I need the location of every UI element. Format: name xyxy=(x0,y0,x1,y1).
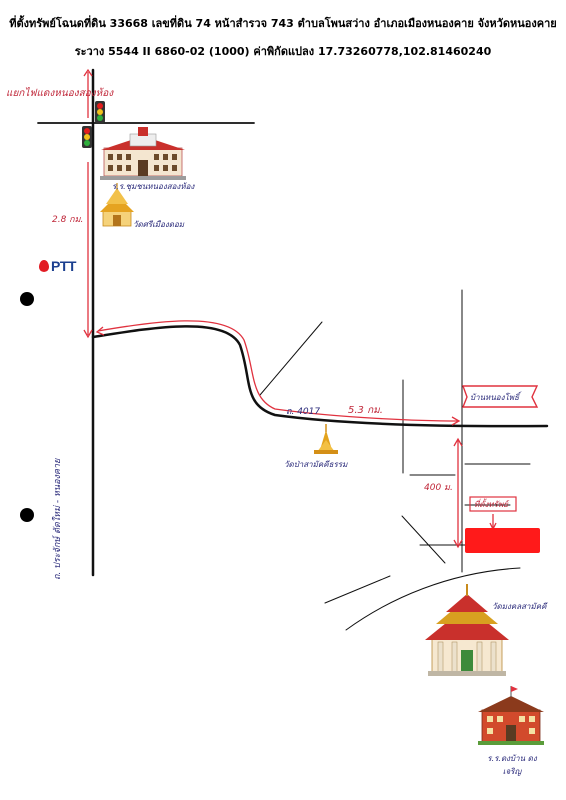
road-network xyxy=(37,68,549,631)
road-4017-label: ถ. 4017 xyxy=(286,407,321,417)
stupa-icon xyxy=(314,424,338,454)
distance-horizontal-label: 5.3 กม. xyxy=(348,405,383,416)
target-sign-icon xyxy=(469,496,517,512)
side-road-1 xyxy=(259,321,323,396)
side-road-8 xyxy=(324,575,391,604)
target-property-marker xyxy=(465,528,540,553)
route-path xyxy=(83,68,497,549)
road-bottom xyxy=(345,567,521,631)
school-bottom-label: ร.ร.ดงบ้าน ดงเจริญ xyxy=(487,754,537,776)
distance-vertical-label: 2.8 กม. xyxy=(52,215,84,225)
temple-icon xyxy=(100,183,134,227)
intersection-label: แยกไฟแดงหนองสองห้อง xyxy=(6,88,114,99)
road-vertical-label: ถ. ประจักษ์ ตัดใหม่ - หนองคาย xyxy=(53,458,63,580)
road-4017 xyxy=(91,325,549,428)
temple-top-label: วัดศรีเมืองดอม xyxy=(133,220,185,229)
temple-large-icon xyxy=(425,584,509,676)
property-coordinates: ระวาง 5544 II 6860-02 (1000) ค่าพิกัดแปล… xyxy=(74,45,492,58)
property-location-title: ที่ตั้งทรัพย์โฉนดที่ดิน 33668 เลขที่ดิน … xyxy=(9,17,557,30)
map-header: ที่ตั้งทรัพย์โฉนดที่ดิน 33668 เลขที่ดิน … xyxy=(0,10,566,60)
ptt-logo-icon: PTT xyxy=(39,258,76,274)
school-icon xyxy=(100,127,186,180)
village-sign-icon xyxy=(461,385,539,408)
binder-hole-top xyxy=(20,292,34,306)
binder-hole-bottom xyxy=(20,508,34,522)
temple-bottom-label: วัดมงคลสามัคคี xyxy=(492,602,547,611)
side-road-6 xyxy=(401,515,446,564)
school-top-label: ร.ร.ชุมชนหนองสองห้อง xyxy=(112,182,195,191)
distance-short-label: 400 ม. xyxy=(424,483,453,493)
temple-middle-label: วัดป่าสามัคคีธรรม xyxy=(284,460,348,469)
ptt-label: PTT xyxy=(51,258,76,274)
traffic-light-icon xyxy=(82,101,105,148)
village-sign-label: บ้านหนองโพธิ์ xyxy=(470,393,519,402)
house-icon xyxy=(478,686,544,745)
target-sign-label: ที่ตั้งทรัพย์ xyxy=(474,500,508,509)
